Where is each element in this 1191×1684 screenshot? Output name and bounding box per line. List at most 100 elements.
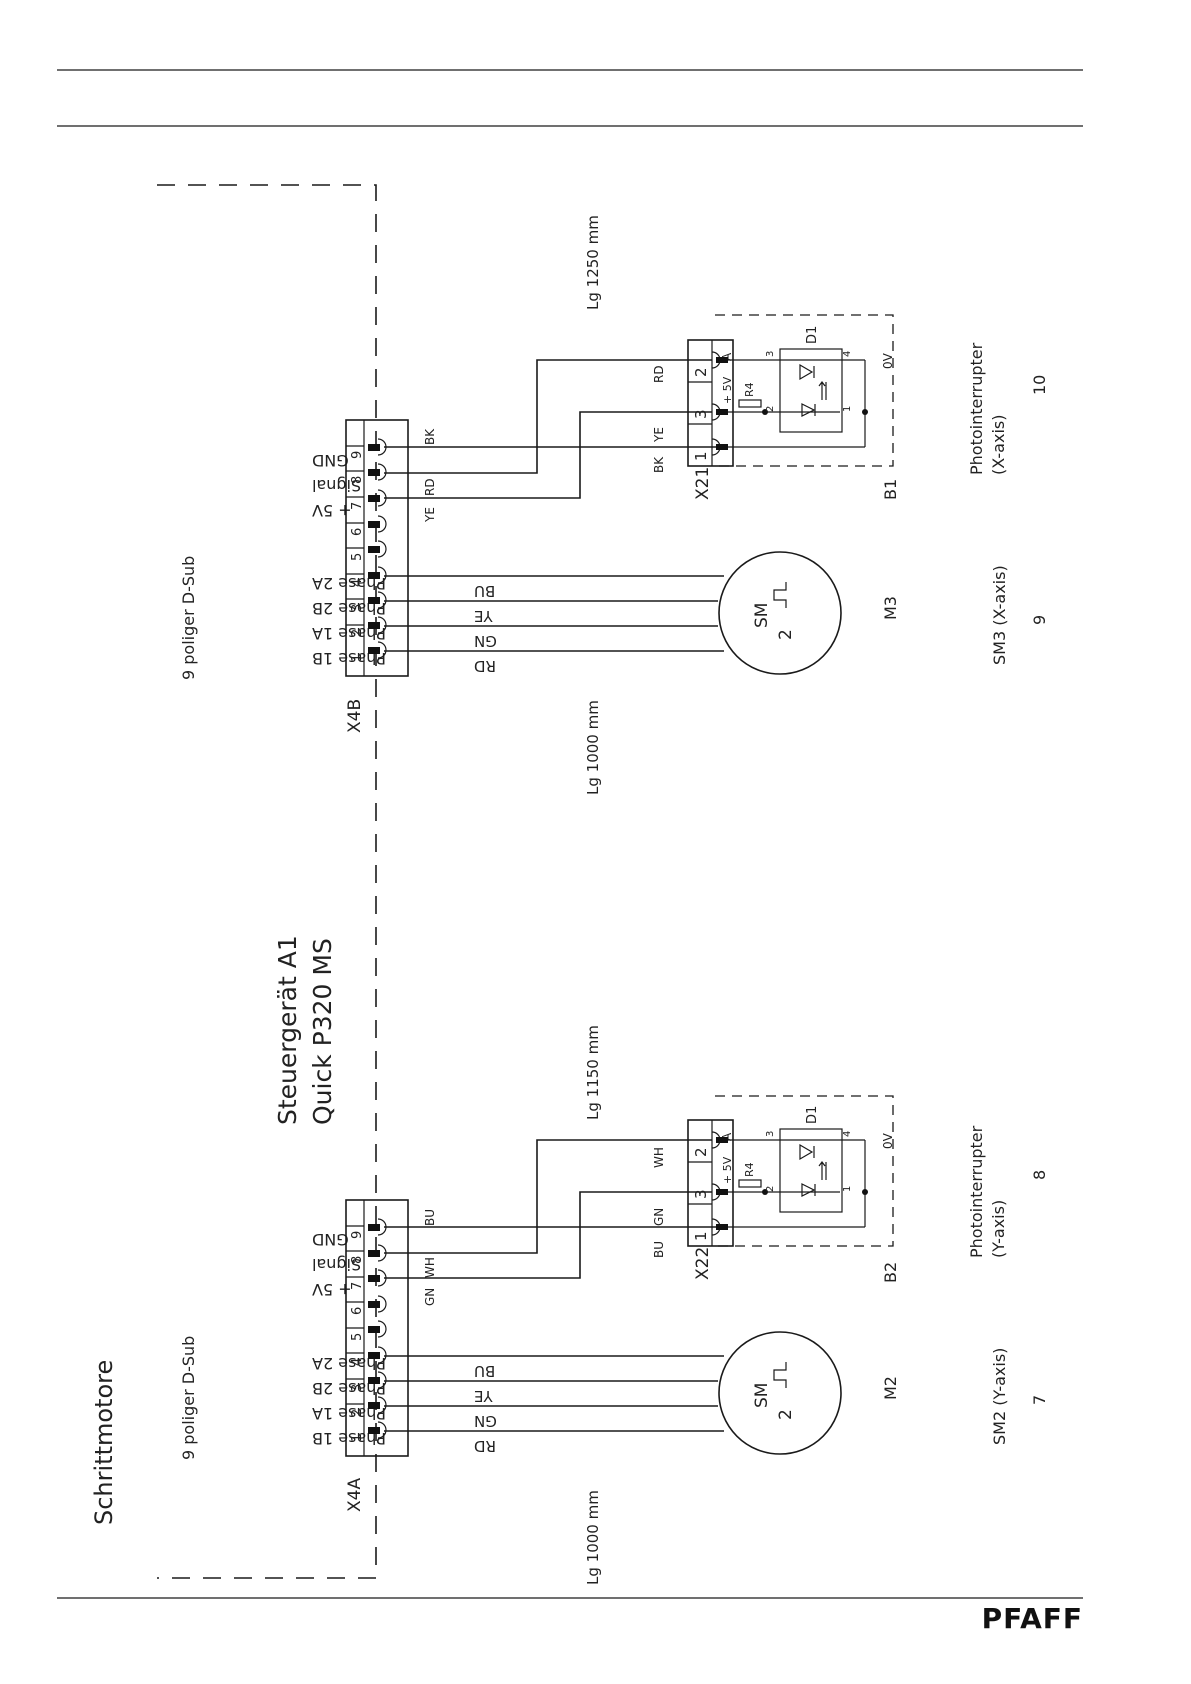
sensor-b1-label: B1 xyxy=(881,479,900,500)
resistor-r4 xyxy=(738,1179,762,1188)
page-title: Schrittmotore xyxy=(90,1360,118,1525)
x4b-pin-number: 6 xyxy=(350,528,365,536)
motor-sm-text: SM xyxy=(752,603,772,628)
x4a-pin-number: 4 xyxy=(350,1358,365,1366)
wire-label-gn: GN xyxy=(474,632,497,650)
x4a-pin-number: 3 xyxy=(350,1384,365,1392)
sensor-d1-label: D1 xyxy=(805,326,820,344)
connector-x4a: 1 2 3 4 5 6 7 8 9 xyxy=(345,1199,409,1457)
x4b-pin-number: 3 xyxy=(350,604,365,612)
motor-sm3-index: 9 xyxy=(1030,615,1049,625)
photointerrupter-b2: D1 0V R4 3 2 4 1 xyxy=(715,1095,895,1247)
x4b-pin8-label: Signal xyxy=(312,476,361,495)
photointerrupter-b1: D1 0V R4 3 2 4 1 xyxy=(715,314,895,467)
x4a-pin2-label: Phase 1A xyxy=(312,1404,386,1423)
x4b-pin-sockets xyxy=(368,438,387,659)
dsub-caption-y: 9 poliger D-Sub xyxy=(179,1336,198,1460)
motor-m3-label: M3 xyxy=(881,596,900,620)
x4a-pin-number: 6 xyxy=(350,1307,365,1315)
pin-number: 1 xyxy=(842,406,853,412)
x4a-pin-number: 8 xyxy=(350,1256,365,1264)
sensor-b1-boundary xyxy=(715,314,894,467)
pin-number: 1 xyxy=(842,1186,853,1192)
pin-number: 4 xyxy=(842,351,853,357)
x21-pin-3: 3 xyxy=(692,409,710,419)
wire-label-bu: BU xyxy=(652,1241,666,1258)
wire-label-bk: BK xyxy=(423,428,437,445)
sensor-b2-housing xyxy=(779,1128,843,1213)
wire-label-ye: YE xyxy=(474,1387,494,1405)
x21-pin-5v: + 5V xyxy=(721,376,734,404)
wire-label-bu: BU xyxy=(474,582,495,600)
rotated-labels: Schrittmotore Steuergerät A1 Quick P320 … xyxy=(90,215,1049,1585)
stepper-motor-m3: SM 2 xyxy=(718,551,842,675)
x4a-pin4-label: Phase 2A xyxy=(312,1354,386,1373)
sensor-b2-index: 8 xyxy=(1030,1170,1049,1180)
led-icon xyxy=(801,403,816,417)
wire-label-wh: WH xyxy=(652,1147,666,1168)
cable-length-y-motor: Lg 1000 mm xyxy=(584,1490,602,1585)
sensor-b2-boundary xyxy=(715,1095,894,1247)
x4b-pin3-label: Phase 2B xyxy=(312,599,386,618)
x4b-pin-number: 7 xyxy=(350,502,365,510)
x22-pin-3: 3 xyxy=(692,1189,710,1199)
sensor-b2-label: B2 xyxy=(881,1262,900,1283)
x4a-pin7-label: + 5V xyxy=(312,1280,352,1299)
wire-label-bu: BU xyxy=(474,1362,495,1380)
connector-x4a-label: X4A xyxy=(345,1478,365,1512)
x4b-pin-number: 2 xyxy=(350,629,365,637)
x21-pin-1: 1 xyxy=(692,451,710,461)
x4b-pin1-label: Phase 1B xyxy=(312,649,386,668)
light-arrows-icon xyxy=(818,1161,827,1180)
x4b-pin4-label: Phase 2A xyxy=(312,574,386,593)
connector-x21-body xyxy=(687,339,734,467)
cable-length-x-sensor: Lg 1250 mm xyxy=(584,215,602,310)
sensor-b2-name: Photointerrupter xyxy=(967,1125,986,1258)
wire-label-ye: YE xyxy=(423,507,437,523)
wire-label-gn: GN xyxy=(423,1288,437,1306)
x4b-pin-number: 9 xyxy=(350,451,365,459)
wire-label-rd: RD xyxy=(474,1437,496,1455)
dsub-caption-x: 9 poliger D-Sub xyxy=(179,556,198,680)
x22-pin-5v: + 5V xyxy=(721,1156,734,1184)
pin-number: 2 xyxy=(765,406,776,412)
connector-x22: 2 3 1 A + 5V X22 xyxy=(687,1119,734,1280)
controller-name: Steuergerät A1 xyxy=(273,935,302,1125)
y-sensor-wires xyxy=(384,1139,722,1279)
resistor-r4 xyxy=(738,399,762,408)
phototransistor-icon xyxy=(799,1143,815,1161)
x4a-pin1-label: Phase 1B xyxy=(312,1429,386,1448)
x22-pin-a: A xyxy=(720,1132,734,1141)
x21-pin-a: A xyxy=(720,352,734,361)
wire-label-rd: RD xyxy=(652,365,666,383)
sensor-b1-housing xyxy=(779,348,843,433)
wire-label-gn: GN xyxy=(652,1208,666,1226)
step-pulse-icon xyxy=(773,1362,787,1388)
x-sensor-wires xyxy=(384,359,722,499)
x22-pin-2: 2 xyxy=(692,1147,710,1157)
wire-label-bk: BK xyxy=(652,456,666,473)
motor-sm-text: SM xyxy=(752,1383,772,1408)
pfaff-logo: PFAFF xyxy=(982,1602,1083,1635)
sensor-b2-axis: (Y-axis) xyxy=(989,1200,1008,1258)
x-motor-wires xyxy=(384,575,724,652)
motor-step-text: 2 xyxy=(776,629,796,640)
resistor-r4-label: R4 xyxy=(743,1162,756,1177)
wire-label-bu: BU xyxy=(423,1209,437,1226)
led-icon xyxy=(801,1183,816,1197)
stepper-motor-m2: SM 2 xyxy=(718,1331,842,1455)
phototransistor-icon xyxy=(799,363,815,381)
motor-m2-label: M2 xyxy=(881,1376,900,1400)
x4a-pin-number: 2 xyxy=(350,1409,365,1417)
x4a-pin-number: 7 xyxy=(350,1282,365,1290)
cable-length-y-sensor: Lg 1150 mm xyxy=(584,1025,602,1120)
x4b-pin-number: 8 xyxy=(350,476,365,484)
wire-label-rd: RD xyxy=(423,478,437,496)
connector-x4b-label: X4B xyxy=(345,699,365,733)
x4b-pin9-label: GND xyxy=(312,451,349,470)
wire-label-ye: YE xyxy=(474,607,494,625)
x4a-pin9-label: GND xyxy=(312,1230,349,1249)
motor-sm3-desc: SM3 (X-axis) xyxy=(990,565,1009,665)
pin-number: 3 xyxy=(765,1131,776,1137)
